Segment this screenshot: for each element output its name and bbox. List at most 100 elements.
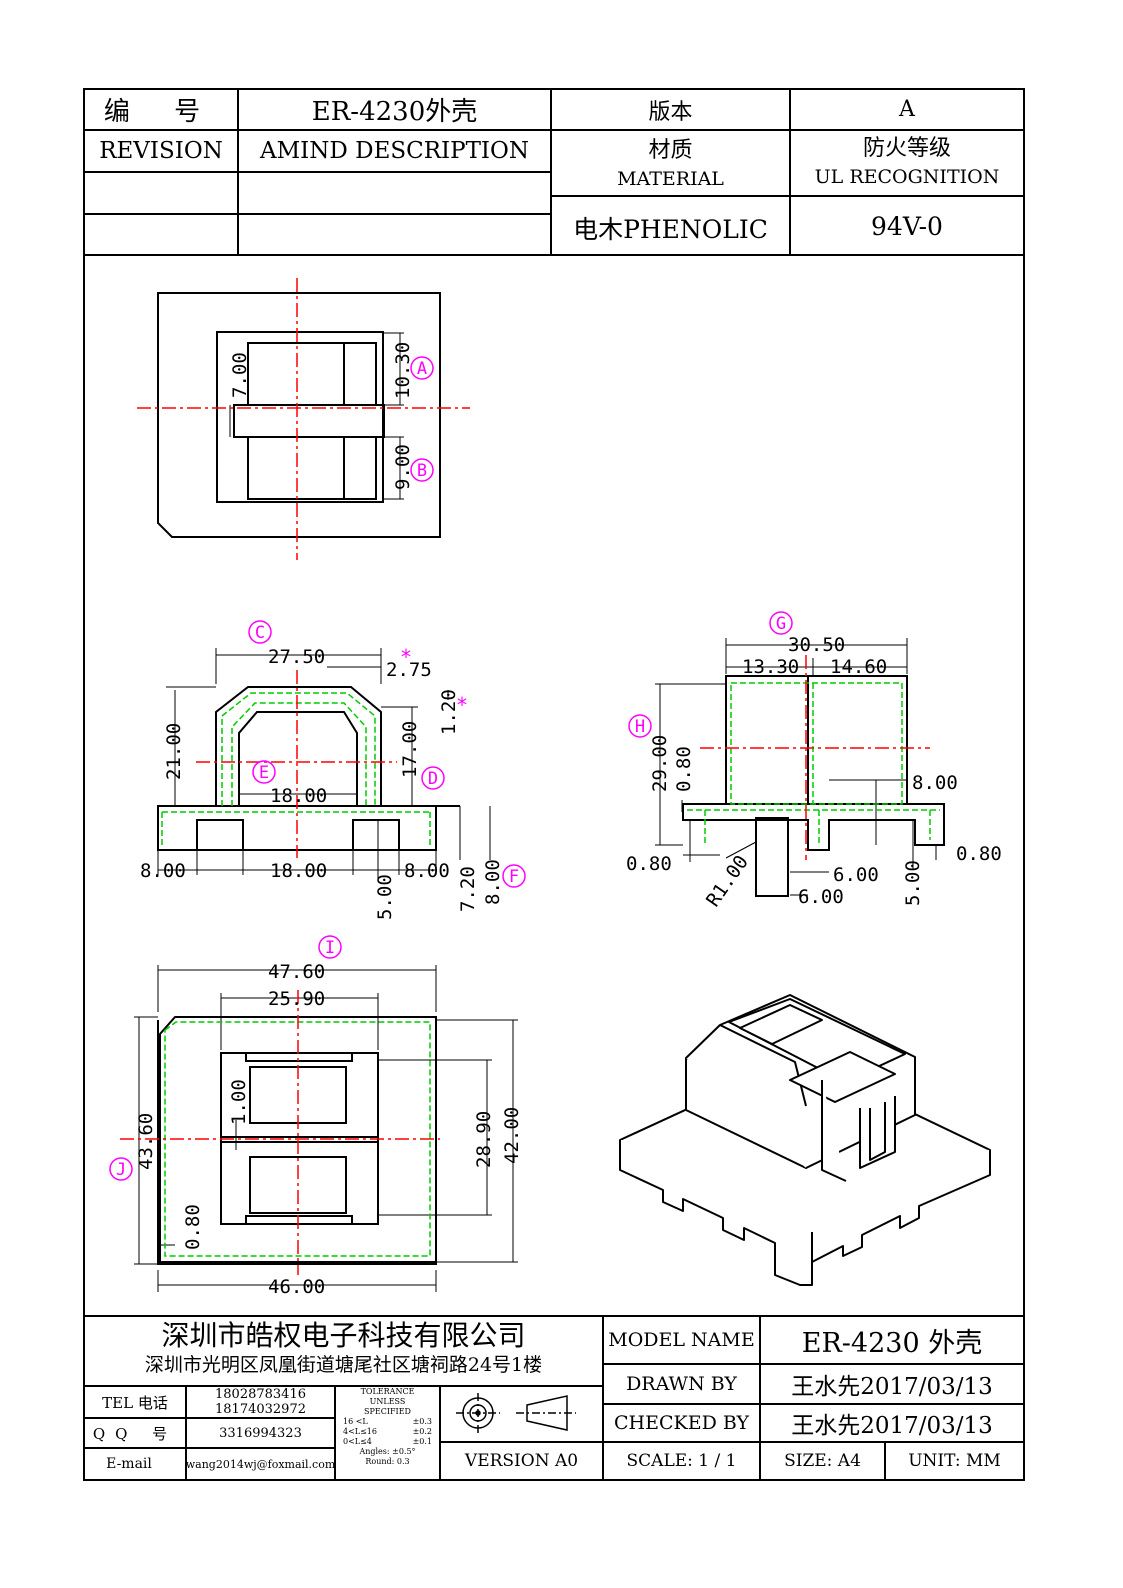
tol-value: ±0.1: [412, 1437, 432, 1446]
dim-text: 8.00: [140, 860, 186, 882]
dim-text: 0.80: [673, 746, 695, 792]
side-view-hidden: [687, 682, 940, 845]
tel-1: 18028783416: [215, 1386, 306, 1402]
side-view: [655, 638, 945, 897]
dim-text: 0.80: [956, 843, 1002, 865]
dim-text: 10.30: [392, 342, 414, 399]
dim-text: 6.00: [798, 886, 844, 908]
dim-text: 46.00: [268, 1276, 325, 1298]
tel-label: TEL 电话: [102, 1393, 168, 1412]
tol-row: 4<L≤16 ±0.2: [335, 1427, 440, 1437]
callout-h: H: [628, 714, 652, 738]
dim-text: 0.80: [182, 1204, 204, 1250]
dim-text: 17.00: [399, 721, 421, 778]
top-view-dims: 7.00 10.30 9.00: [229, 342, 414, 490]
bottom-view-hidden: [164, 1021, 431, 1257]
tol-range: 4<L≤16: [343, 1427, 377, 1436]
dim-text: 29.00: [649, 735, 671, 792]
model-value: ER-4230 外壳: [801, 1327, 983, 1359]
material-value: 电木PHENOLIC: [573, 214, 768, 244]
qq-label: QQ 号: [92, 1424, 178, 1443]
callout-c: C: [248, 620, 272, 644]
tol-row: 16 <L ±0.3: [335, 1417, 440, 1427]
dim-text: 8.00: [404, 860, 450, 882]
callout-f: F: [502, 864, 526, 888]
isometric-view: [619, 994, 991, 1286]
unit-text: UNIT: MM: [908, 1451, 1001, 1471]
callout-b: B: [410, 458, 434, 482]
svg-text:A: A: [417, 359, 427, 379]
header-grid: [83, 88, 1025, 256]
svg-text:E: E: [259, 763, 269, 783]
ul-value: 94V-0: [871, 211, 943, 241]
tol-round: Round: 0.3: [365, 1457, 410, 1466]
dim-text: 7.00: [229, 352, 251, 398]
dim-text: 28.90: [473, 1111, 495, 1168]
tol-title: TOLERANCE: [360, 1387, 415, 1396]
tel-2: 18174032972: [215, 1401, 306, 1417]
tol-row: 0<L≤4 ±0.1: [335, 1437, 440, 1447]
dim-text: 47.60: [268, 961, 325, 983]
email-label: E-mail: [106, 1456, 152, 1472]
svg-text:D: D: [428, 769, 438, 789]
dim-text: 2.75: [386, 659, 432, 681]
top-view-centerlines: [137, 278, 470, 560]
drawn-value: 王水先2017/03/13: [791, 1374, 993, 1400]
dim-text: 18.00: [270, 785, 327, 807]
version-label: 版本: [648, 99, 693, 125]
dim-text: 25.90: [268, 988, 325, 1010]
side-view-centerlines: [700, 655, 930, 860]
callout-a: A: [410, 356, 434, 380]
dim-text: 21.00: [163, 723, 185, 780]
front-view-centerlines: [196, 670, 397, 858]
ul-label-en: UL RECOGNITION: [814, 166, 1000, 188]
part-title: ER-4230外壳: [311, 97, 478, 127]
tol-value: ±0.2: [412, 1427, 432, 1436]
tol-range: 16 <L: [343, 1417, 368, 1426]
svg-text:C: C: [255, 623, 265, 643]
top-view: [157, 292, 441, 538]
tol-range: 0<L≤4: [343, 1437, 372, 1446]
callout-labels: A B C D E F G H I J: [109, 356, 793, 1181]
tol-value: ±0.3: [412, 1417, 432, 1426]
dim-text: 43.60: [135, 1113, 157, 1170]
dim-text: 1.20: [438, 689, 460, 735]
revision-label: REVISION: [99, 138, 223, 164]
callout-d: D: [421, 766, 445, 790]
callout-g: G: [769, 611, 793, 635]
dim-text: 8.00: [482, 859, 504, 905]
asterisk-markers: * *: [400, 645, 468, 717]
tol-sub1: UNLESS: [369, 1397, 406, 1406]
amind-description-label: AMIND DESCRIPTION: [260, 138, 529, 164]
bottom-view-centerlines: [120, 990, 440, 1275]
svg-text:B: B: [417, 461, 427, 481]
svg-text:I: I: [325, 938, 335, 958]
front-view-dims: 27.50 2.75 1.20 21.00 17.00 18.00 8.00 1…: [140, 646, 504, 920]
model-label: MODEL NAME: [608, 1329, 755, 1351]
dim-text: 42.00: [501, 1107, 523, 1164]
material-label-cn: 材质: [648, 138, 693, 163]
front-view-hidden: [161, 692, 431, 846]
dim-text: 6.00: [833, 864, 879, 886]
tolerance-block: TOLERANCE UNLESS SPECIFIED 16 <L±0.3 4<L…: [335, 1386, 440, 1480]
material-label-en: MATERIAL: [617, 168, 724, 190]
dim-text: 0.80: [626, 853, 672, 875]
dim-text: 1.00: [228, 1079, 250, 1125]
dim-text: 9.00: [392, 444, 414, 490]
scale-text: SCALE: 1 / 1: [626, 1451, 737, 1471]
version-value: A: [899, 97, 915, 122]
dim-text: 13.30: [742, 656, 799, 678]
company-name: 深圳市皓权电子科技有限公司: [161, 1319, 526, 1352]
email-value: wang2014wj@foxmail.com: [185, 1457, 336, 1471]
callout-e: E: [252, 760, 276, 784]
dim-text: 5.00: [374, 874, 396, 920]
ul-label-cn: 防火等级: [862, 136, 951, 161]
checked-value: 王水先2017/03/13: [791, 1413, 993, 1439]
dim-text: 5.00: [902, 860, 924, 906]
company-address: 深圳市光明区凤凰街道塘尾社区塘祠路24号1楼: [144, 1353, 543, 1376]
svg-text:J: J: [116, 1160, 126, 1180]
biaohao-label: 编 号: [103, 97, 219, 127]
callout-j: J: [109, 1157, 133, 1181]
